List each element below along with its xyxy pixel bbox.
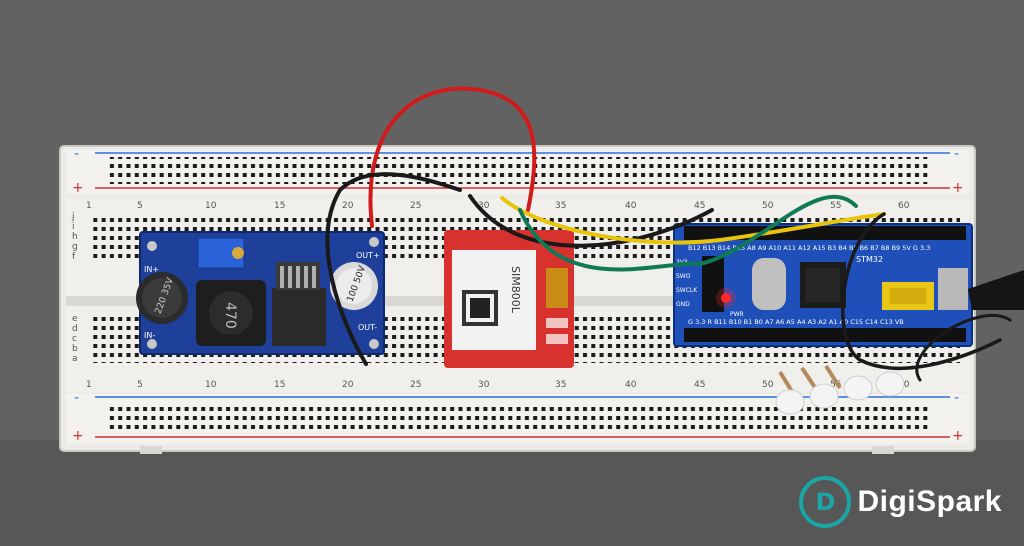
rail-plus-top-left: + <box>72 180 84 196</box>
col-num-top: 15 <box>274 201 285 211</box>
column-numbers-top: 1 5 10 15 20 25 30 35 40 45 50 55 60 <box>86 201 910 211</box>
sim800l-module: SIM800L <box>444 230 574 368</box>
rail-minus-top-left: - <box>74 146 79 162</box>
col-num-bottom: 35 <box>555 380 566 390</box>
row-letter: c <box>72 334 77 344</box>
black-wire-2 <box>468 194 714 248</box>
col-num-bottom: 25 <box>410 380 421 390</box>
col-num-bottom: 20 <box>342 380 354 390</box>
leds <box>775 364 905 415</box>
black-wire-3 <box>841 212 1002 371</box>
resistor <box>824 364 842 390</box>
stm32-side-label: SWO <box>676 273 691 280</box>
col-num-bottom: 10 <box>205 380 217 390</box>
wires <box>325 86 1012 382</box>
buck-converter-module: 220 35V 470 100 50V IN+ IN- OUT+ OUT- <box>136 231 385 355</box>
stm32-board: B12 B13 B14 B15 A8 A9 A10 A11 A12 A15 B3… <box>673 223 973 347</box>
col-num-top: 20 <box>342 201 354 211</box>
stm32-pwr-label: PWR <box>730 311 744 318</box>
yellow-wire <box>500 196 886 245</box>
row-letter: g <box>72 242 78 252</box>
col-num-top: 45 <box>694 201 705 211</box>
led <box>875 371 905 397</box>
row-letter: f <box>72 252 76 262</box>
led <box>775 389 805 415</box>
usb-cable <box>968 270 1024 310</box>
col-num-top: 40 <box>625 201 637 211</box>
col-num-bottom: 5 <box>137 380 143 390</box>
watermark-brand: DigiSpark <box>857 485 1002 518</box>
led <box>843 375 873 401</box>
label-out-minus: OUT- <box>358 323 377 332</box>
led <box>809 383 839 409</box>
col-num-top: 10 <box>205 201 217 211</box>
label-in-plus: IN+ <box>144 265 159 274</box>
black-wire-4 <box>915 313 1012 382</box>
stm32-side-label: SWCLK <box>676 287 698 294</box>
stm32-bottom-pins: G 3.3 R B11 B10 B1 B0 A7 A6 A5 A4 A3 A2 … <box>688 318 904 326</box>
rail-plus-bottom-left: + <box>72 428 84 444</box>
green-wire <box>518 194 858 272</box>
col-num-top: 60 <box>898 201 910 211</box>
digispark-logo-icon: D <box>799 476 852 528</box>
stm32-top-pins: B12 B13 B14 B15 A8 A9 A10 A11 A12 A15 B3… <box>688 244 930 252</box>
red-wire <box>368 86 537 228</box>
stm32-side-label: GND <box>676 301 690 308</box>
col-num-bottom: 45 <box>694 380 705 390</box>
rail-minus-bottom-left: - <box>74 390 79 406</box>
col-num-top: 25 <box>410 201 421 211</box>
row-letter: e <box>72 314 78 324</box>
digispark-watermark: D DigiSpark <box>799 476 1002 528</box>
rail-minus-top-right: - <box>954 146 959 162</box>
black-wire-1 <box>325 172 462 366</box>
col-num-top: 55 <box>830 201 841 211</box>
col-num-bottom: 1 <box>86 380 92 390</box>
label-out-plus: OUT+ <box>356 251 380 260</box>
rail-plus-bottom-right: + <box>952 428 964 444</box>
col-num-top: 5 <box>137 201 143 211</box>
inductor-text: 470 <box>222 302 238 329</box>
row-letter: b <box>72 344 78 354</box>
col-num-bottom: 30 <box>478 380 490 390</box>
col-num-top: 30 <box>478 201 490 211</box>
col-num-bottom: 15 <box>274 380 285 390</box>
row-letters: j i h g f e d c b a <box>71 212 78 364</box>
col-num-top: 50 <box>762 201 774 211</box>
row-letter: j <box>71 212 75 222</box>
row-letter: d <box>72 324 78 334</box>
row-letter: a <box>72 354 78 364</box>
col-num-bottom: 40 <box>625 380 637 390</box>
label-in-minus: IN- <box>144 331 155 340</box>
rail-plus-top-right: + <box>952 180 964 196</box>
stm32-title: STM32 <box>856 255 883 264</box>
rail-minus-bottom-right: - <box>954 390 959 406</box>
col-num-top: 35 <box>555 201 566 211</box>
row-letter: h <box>72 232 78 242</box>
col-num-bottom: 50 <box>762 380 774 390</box>
row-letter: i <box>72 222 75 232</box>
gsm-title: SIM800L <box>509 266 522 314</box>
col-num-top: 1 <box>86 201 92 211</box>
